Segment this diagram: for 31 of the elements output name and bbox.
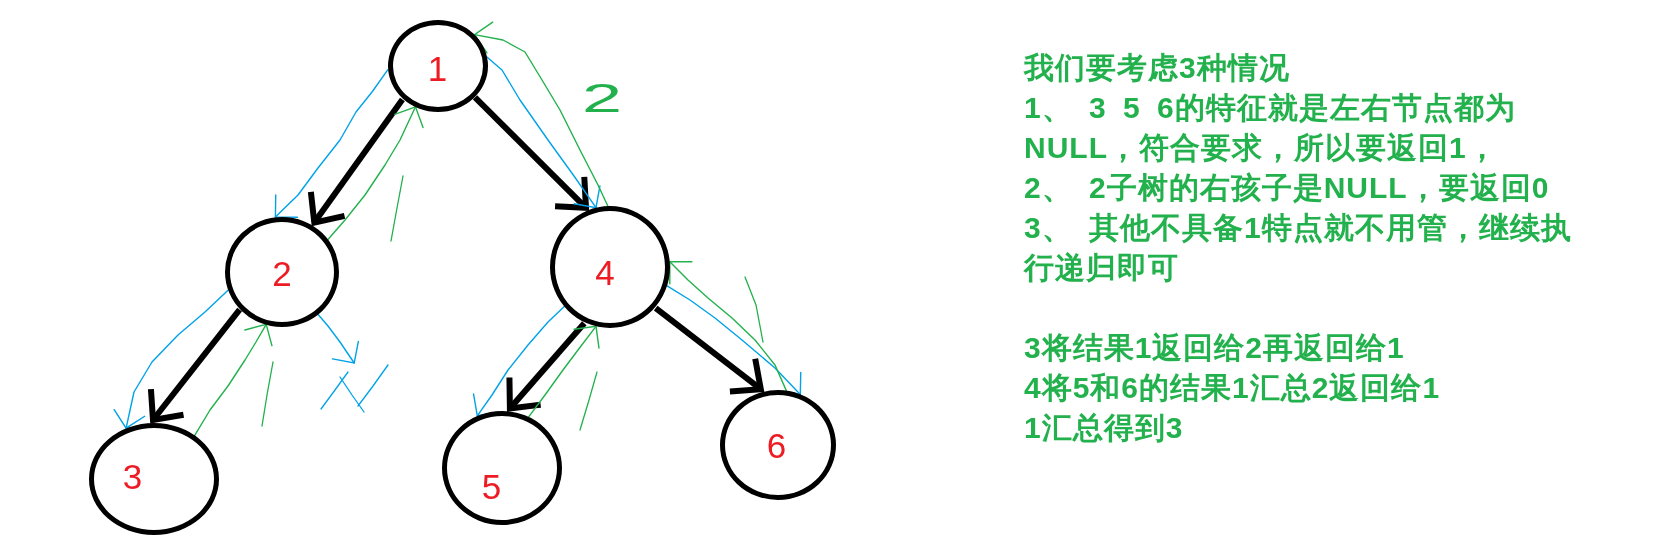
hand-drawn-arrow (527, 325, 600, 418)
circle-node: 4 (550, 206, 670, 328)
note-text: 1、 3 5 6的特征就是左右节点都为NULL，符合要求，所以要返回1， (1024, 90, 1517, 166)
note-text: 2、 2子树的右孩子是NULL，要返回0 (1024, 170, 1551, 206)
arrow (148, 307, 242, 423)
hand-drawn-arrow (317, 313, 360, 364)
hand-drawn-arrow (669, 261, 787, 392)
hand-drawn-arrow (666, 285, 802, 396)
circle-node: 3 (88, 423, 219, 535)
circle-node: 6 (719, 390, 836, 500)
hand-drawn-arrow (485, 56, 601, 209)
arrow (472, 95, 589, 211)
note-text: 我们要考虑3种情况 (1024, 50, 1291, 86)
arrow (653, 305, 764, 395)
circle-node: 2 (225, 216, 339, 327)
note-text: 1汇总得到3 (1024, 410, 1185, 446)
hand-drawn-arrow (113, 289, 229, 429)
scribble (319, 363, 390, 414)
number-label: 2 (582, 78, 623, 118)
hand-drawn-arrow (473, 21, 609, 207)
hand-drawn-arrow (472, 305, 565, 417)
arrow (506, 321, 587, 412)
hand-drawn-arrow (193, 323, 273, 437)
circle-node: 5 (441, 411, 562, 525)
arrow (308, 97, 405, 226)
note-text: 3、 其他不具备1特点就不用管，继续执行递归即可 (1024, 210, 1573, 286)
hand-drawn-arrow (327, 106, 424, 240)
note-text: 4将5和6的结果1汇总2返回给1 (1024, 370, 1442, 406)
note-text: 3将结果1返回给2再返回给1 (1024, 330, 1406, 366)
circle-node: 1 (387, 19, 488, 112)
hand-drawn-arrow (274, 69, 389, 218)
